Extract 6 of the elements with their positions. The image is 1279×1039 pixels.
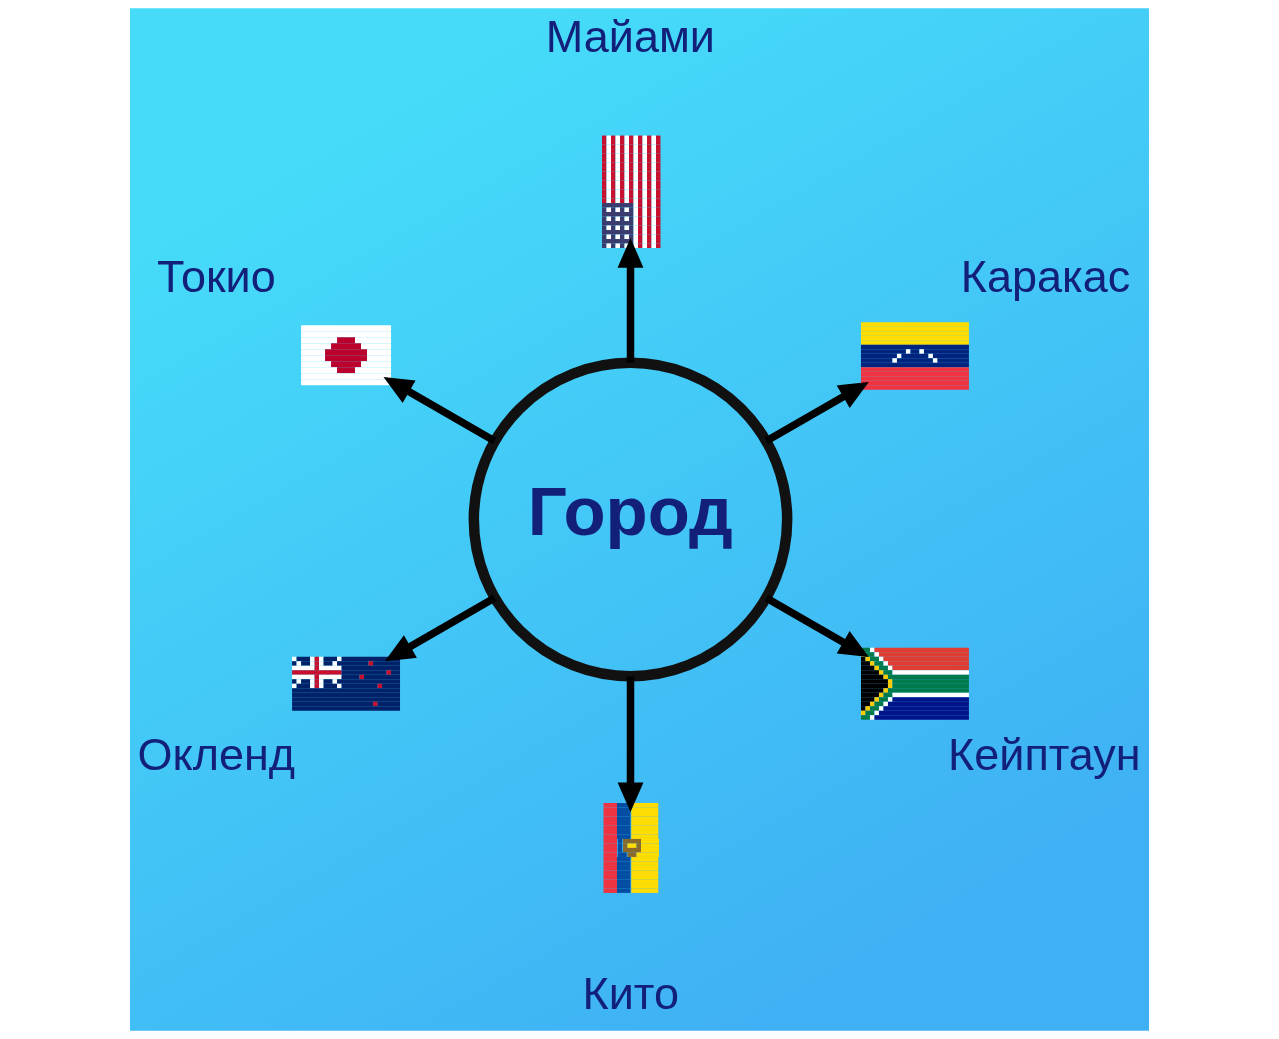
node-label: Майами xyxy=(545,11,715,63)
node-label: Кито xyxy=(582,968,679,1020)
node-label: Окленд xyxy=(137,728,295,780)
node-label: Каракас xyxy=(960,250,1131,302)
node-label: Токио xyxy=(156,250,276,302)
node-label: Кейптаун xyxy=(948,728,1141,780)
